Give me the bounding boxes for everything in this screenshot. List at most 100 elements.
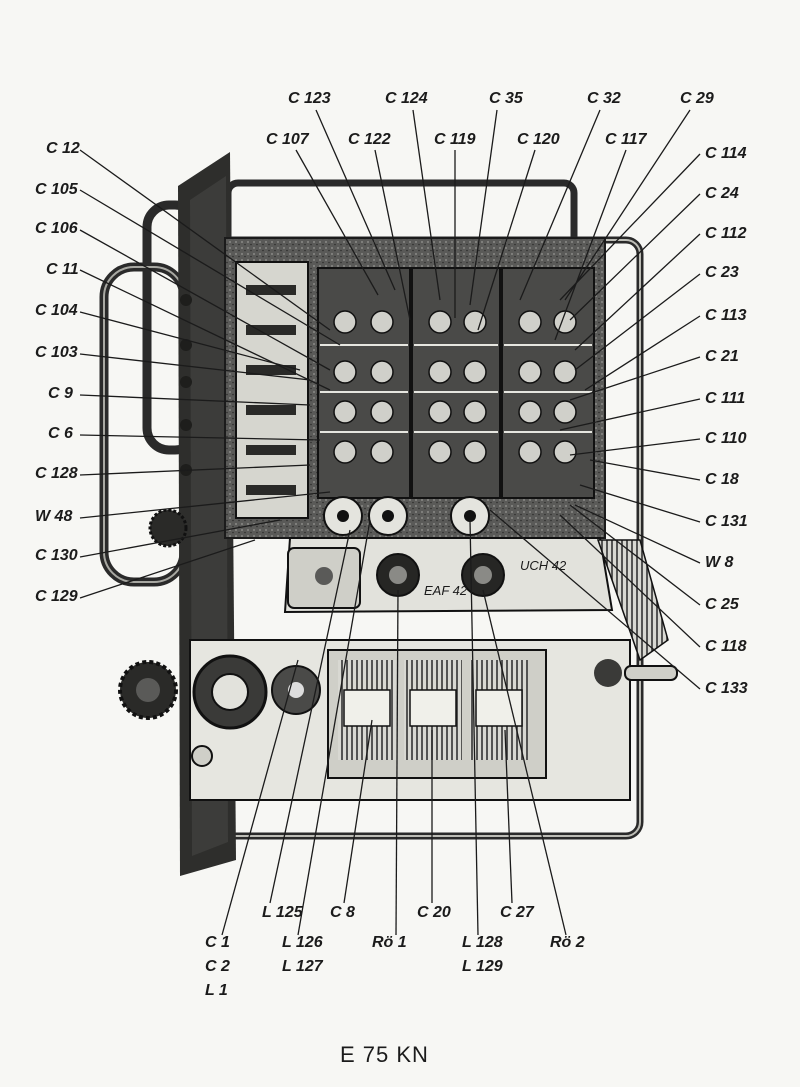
- leader-line: [574, 233, 701, 351]
- leader-line: [79, 434, 321, 441]
- leader-line: [297, 519, 371, 936]
- label-c117: C 117: [605, 131, 648, 148]
- label-c18: C 18: [705, 471, 739, 488]
- leader-line: [374, 149, 411, 321]
- leader-line: [79, 269, 331, 391]
- leader-line: [469, 519, 479, 936]
- leader-line: [221, 659, 299, 936]
- leader-line: [569, 504, 701, 606]
- leader-line: [79, 229, 331, 371]
- top-labels: C 123 C 124 C 35 C 32 C 29 C 107 C 122 C…: [266, 90, 714, 148]
- leader-line: [574, 273, 701, 371]
- leader-line: [559, 153, 701, 301]
- label-c104: C 104: [35, 302, 78, 319]
- label-w48: W 48: [35, 508, 72, 525]
- leader-line: [79, 353, 311, 381]
- leader-line: [343, 719, 373, 904]
- label-c112: C 112: [705, 225, 747, 242]
- label-c12: C 12: [46, 140, 80, 157]
- label-c25: C 25: [705, 596, 740, 613]
- label-c124: C 124: [385, 90, 428, 107]
- label-c24: C 24: [705, 185, 739, 202]
- label-w8: W 8: [705, 554, 734, 571]
- label-c9: C 9: [48, 385, 73, 402]
- leader-lines: [79, 109, 701, 936]
- leader-line: [477, 149, 536, 331]
- leader-line: [579, 484, 701, 523]
- label-l1: L 1: [205, 982, 228, 999]
- leader-line: [469, 109, 498, 306]
- label-c2: C 2: [205, 958, 230, 975]
- label-c29: C 29: [680, 90, 714, 107]
- leader-line: [315, 109, 396, 291]
- label-c32: C 32: [587, 90, 621, 107]
- leader-line: [519, 109, 601, 301]
- leader-line: [79, 539, 256, 599]
- label-c107: C 107: [266, 131, 310, 148]
- leader-line: [269, 529, 351, 904]
- leader-line: [584, 315, 701, 391]
- label-c111: C 111: [705, 390, 745, 407]
- label-c6: C 6: [48, 425, 73, 442]
- leader-line: [395, 589, 399, 936]
- leader-line: [554, 149, 627, 341]
- leader-line: [482, 589, 567, 936]
- leader-line: [574, 504, 701, 564]
- leader-line: [79, 311, 301, 371]
- tube-marking-uch42: UCH 42: [520, 558, 567, 573]
- leader-line: [412, 109, 441, 301]
- label-c123: C 123: [288, 90, 331, 107]
- leader-line: [79, 519, 281, 558]
- label-l129: L 129: [462, 958, 503, 975]
- tube-marking-eaf42: EAF 42: [424, 583, 468, 598]
- label-c131: C 131: [705, 513, 748, 530]
- label-c118: C 118: [705, 638, 747, 655]
- leader-line: [589, 459, 701, 481]
- leader-line: [559, 514, 701, 648]
- label-c122: C 122: [348, 131, 391, 148]
- label-l125: L 125: [262, 904, 304, 921]
- label-c21: C 21: [705, 348, 739, 365]
- leader-line: [295, 149, 379, 296]
- label-c11: C 11: [46, 261, 79, 278]
- page-title: E 75 KN: [340, 1042, 429, 1067]
- label-ro2: Rö 2: [550, 934, 585, 951]
- leader-line: [559, 398, 701, 431]
- label-c103: C 103: [35, 344, 78, 361]
- leader-line: [79, 491, 331, 519]
- leader-line: [564, 109, 691, 301]
- label-c128: C 128: [35, 465, 78, 482]
- label-c113: C 113: [705, 307, 747, 324]
- leader-line: [569, 356, 701, 401]
- label-c1: C 1: [205, 934, 230, 951]
- label-c23: C 23: [705, 264, 739, 281]
- leader-line: [569, 193, 701, 321]
- leader-line: [79, 149, 331, 331]
- label-c35: C 35: [489, 90, 524, 107]
- left-labels: C 12 C 105 C 106 C 11 C 104 C 103 C 9 C …: [35, 140, 80, 605]
- label-c110: C 110: [705, 430, 747, 447]
- label-ro1: Rö 1: [372, 934, 407, 951]
- label-c106: C 106: [35, 220, 78, 237]
- label-c130: C 130: [35, 547, 78, 564]
- label-c27: C 27: [500, 904, 535, 921]
- label-c120: C 120: [517, 131, 560, 148]
- label-c105: C 105: [35, 181, 79, 198]
- label-c20: C 20: [417, 904, 451, 921]
- label-c133: C 133: [705, 680, 748, 697]
- receiver-chassis-illustration: EAF 42 UCH 42: [99, 152, 678, 876]
- bottom-labels: L 125 C 8 C 20 C 27 C 1 C 2 L 1 L 126 L …: [205, 904, 585, 999]
- label-c8: C 8: [330, 904, 355, 921]
- label-l126: L 126: [282, 934, 323, 951]
- leader-line: [504, 729, 513, 904]
- label-c114: C 114: [705, 145, 747, 162]
- leader-line: [489, 509, 701, 690]
- leader-line: [569, 438, 701, 456]
- leader-line: [79, 394, 311, 406]
- label-l127: L 127: [282, 958, 324, 975]
- label-l128: L 128: [462, 934, 503, 951]
- label-c119: C 119: [434, 131, 476, 148]
- label-c129: C 129: [35, 588, 78, 605]
- leader-line: [79, 464, 311, 476]
